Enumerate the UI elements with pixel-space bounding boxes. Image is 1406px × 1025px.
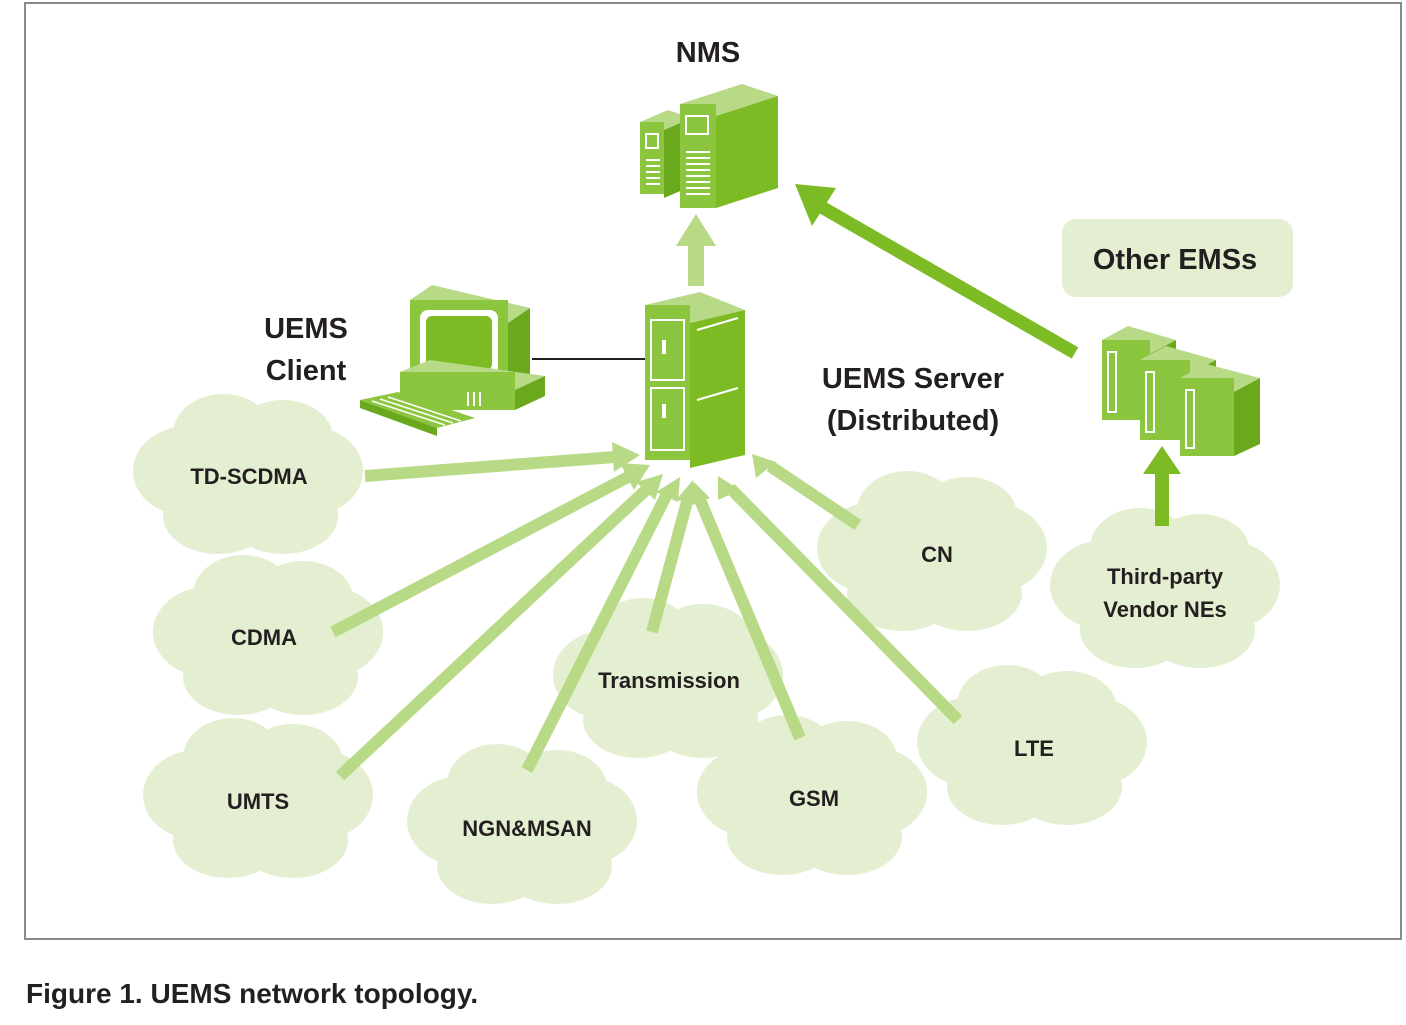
arrow-other-ems-to-nms-head bbox=[795, 184, 836, 226]
other-emss-box bbox=[1062, 219, 1293, 297]
uems-client-computer-icon bbox=[360, 285, 545, 436]
uems-server-label-line2: (Distributed) bbox=[827, 405, 999, 437]
umts-label: UMTS bbox=[227, 789, 289, 814]
arrow-server-to-nms-head bbox=[676, 214, 716, 246]
network-arrowheads bbox=[612, 442, 776, 506]
figure-frame bbox=[24, 2, 1402, 940]
uems-client-label-line2: Client bbox=[266, 355, 347, 387]
nms-label: NMS bbox=[676, 37, 740, 69]
arrow-transmission bbox=[646, 496, 694, 634]
network-arrows bbox=[330, 451, 963, 781]
figure-caption: Figure 1. UEMS network topology. bbox=[26, 978, 479, 1009]
arrow-server-to-nms bbox=[688, 244, 704, 286]
arrow-cn bbox=[766, 461, 862, 530]
cn-label: CN bbox=[921, 542, 953, 567]
uems-server-icon bbox=[645, 292, 745, 468]
arrow-gsm bbox=[694, 497, 806, 741]
lte-label: LTE bbox=[1014, 736, 1054, 761]
cdma-label: CDMA bbox=[231, 625, 297, 650]
arrow-cdma bbox=[330, 471, 631, 638]
arrow-other-ems-to-nms bbox=[814, 199, 1079, 359]
arrow-umts bbox=[335, 484, 652, 781]
arrow-third-party-to-ems bbox=[1155, 470, 1169, 526]
gsm-label: GSM bbox=[789, 786, 839, 811]
uems-client-label-line1: UEMS bbox=[264, 313, 348, 345]
third-party-label-line2: Vendor NEs bbox=[1103, 597, 1226, 622]
transmission-label: Transmission bbox=[598, 668, 740, 693]
ngn-msan-label: NGN&MSAN bbox=[462, 816, 592, 841]
arrow-lte bbox=[725, 483, 963, 725]
arrow-ngn-msan bbox=[521, 489, 674, 773]
nms-server-icon bbox=[640, 84, 778, 208]
other-emss-label: Other EMSs bbox=[1093, 244, 1257, 276]
other-ems-servers-icon bbox=[1102, 326, 1260, 456]
third-party-label-line1: Third-party bbox=[1107, 564, 1224, 589]
td-scdma-label: TD-SCDMA bbox=[190, 464, 307, 489]
arrow-third-party-to-ems-head bbox=[1143, 446, 1181, 474]
uems-server-label-line1: UEMS Server bbox=[822, 363, 1004, 395]
arrow-td-scdma bbox=[364, 451, 616, 482]
